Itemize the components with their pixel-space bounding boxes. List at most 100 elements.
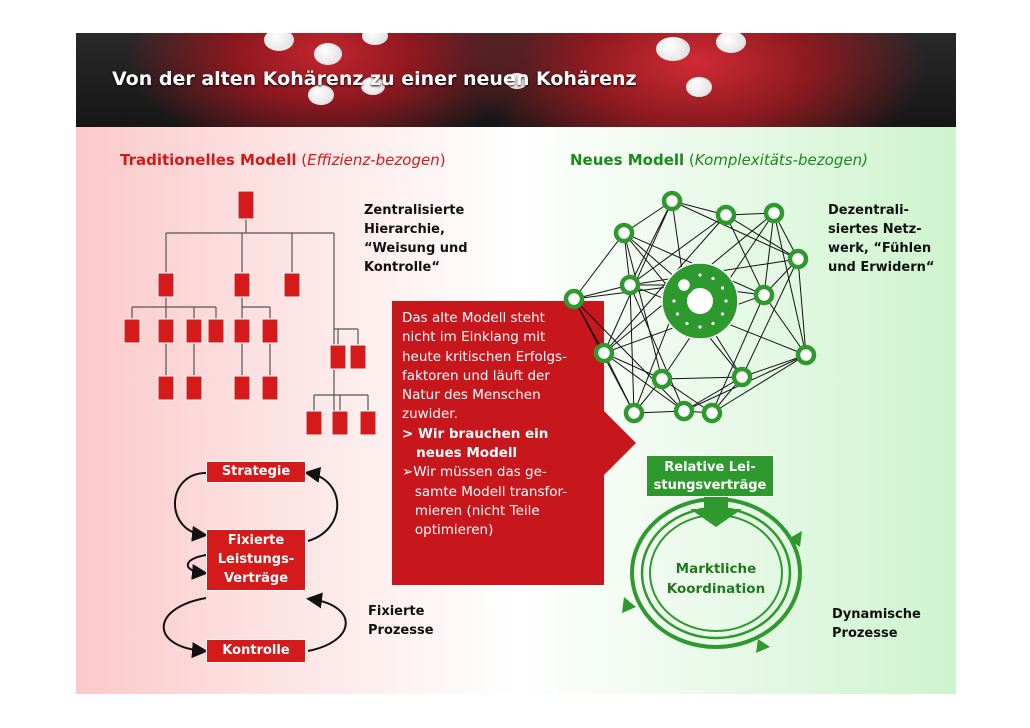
network-hub-dot <box>711 276 715 281</box>
hierarchy-node <box>359 410 377 436</box>
hierarchy-node <box>349 344 367 370</box>
network-link <box>603 214 727 354</box>
hierarchy-node <box>261 375 279 401</box>
network-node <box>753 284 775 306</box>
network-link <box>671 200 799 260</box>
network-link <box>603 352 635 414</box>
network-node <box>651 368 673 390</box>
network-link <box>711 354 807 414</box>
network-caption: Dezentrali- siertes Netz- werk, “Fühlen … <box>828 203 935 275</box>
hierarchy-node <box>233 375 251 401</box>
network-link <box>629 214 727 286</box>
arrow-head-icon <box>622 597 636 613</box>
callout-text: Das alte Modell steht nicht im Einklang … <box>402 310 568 539</box>
fixed-processes-caption: Fixierte Prozesse <box>368 604 434 638</box>
hierarchy-caption: Zentralisierte Hierarchie, “Weisung und … <box>364 203 468 275</box>
relative-contracts-box: Relative Lei- stungsverträge <box>646 455 774 497</box>
hierarchy-node <box>233 318 251 344</box>
network-link <box>797 258 807 356</box>
page-title: Von der alten Kohärenz zu einer neuen Ko… <box>112 68 637 90</box>
network-link <box>629 284 635 414</box>
network-link <box>725 214 765 296</box>
network-node <box>763 202 785 224</box>
market-coordination-label: Marktliche Koordination <box>666 561 766 597</box>
control-cycle-arrows <box>162 466 347 659</box>
network-link <box>763 294 807 356</box>
network-hub-dot <box>675 312 680 316</box>
hierarchy-node <box>123 318 141 344</box>
network-hub-dot <box>711 321 715 326</box>
traditional-model-heading: Traditionelles Modell (Effizienz-bezogen… <box>120 151 446 169</box>
dice-pip <box>656 37 690 61</box>
network-link <box>629 284 685 412</box>
network-link <box>763 212 775 296</box>
hierarchy-node <box>331 410 349 436</box>
network-link <box>603 200 673 354</box>
network-node <box>787 248 809 270</box>
hierarchy-node <box>185 318 203 344</box>
network-hub-dot <box>720 286 725 290</box>
network-node <box>563 288 585 310</box>
dice-pip <box>308 85 334 105</box>
hierarchy-node <box>207 318 225 344</box>
network-diagram <box>563 190 817 424</box>
header-banner: Von der alten Kohärenz zu einer neuen Ko… <box>76 33 956 127</box>
network-link <box>773 212 807 356</box>
hierarchy-node <box>157 272 175 298</box>
network-hub-dot <box>672 299 676 303</box>
network-link <box>725 214 799 260</box>
strategy-box: Strategie <box>206 461 306 483</box>
network-link <box>661 376 743 380</box>
network-node <box>731 366 753 388</box>
network-link <box>623 232 663 380</box>
hierarchy-chart <box>123 190 377 436</box>
network-link <box>603 352 663 380</box>
network-link <box>741 354 807 378</box>
hierarchy-node <box>237 190 255 220</box>
dice-pip <box>686 77 712 97</box>
slide: Von der alten Kohärenz zu einer neuen Ko… <box>76 33 956 694</box>
new-model-heading: Neues Modell (Komplexitäts-bezogen) <box>570 151 868 169</box>
hierarchy-node <box>329 344 347 370</box>
network-node <box>661 190 683 212</box>
dynamic-processes-caption: Dynamische Prozesse <box>832 607 921 641</box>
network-node <box>715 204 737 226</box>
network-node <box>673 400 695 422</box>
control-box: Kontrolle <box>206 639 306 663</box>
hierarchy-node <box>261 318 279 344</box>
network-node <box>623 402 645 424</box>
network-hub-dot <box>698 273 702 277</box>
dice-pip <box>506 73 528 89</box>
network-node <box>701 402 723 424</box>
network-node <box>619 274 641 296</box>
fixed-contracts-box: Fixierte Leistungs- Verträge <box>206 529 306 591</box>
arrow-head-icon <box>788 531 802 547</box>
network-hub-center <box>687 288 713 314</box>
network-link <box>629 200 673 286</box>
network-hub-dot <box>724 299 728 303</box>
hierarchy-node <box>157 318 175 344</box>
network-hub-dot <box>720 312 725 316</box>
dice-pip <box>361 77 385 95</box>
arrow-head-icon <box>756 639 770 653</box>
dice-pip <box>264 33 294 51</box>
dice-pip <box>362 33 388 45</box>
network-link <box>711 294 765 414</box>
network-node <box>593 342 615 364</box>
hierarchy-node <box>283 272 301 298</box>
hierarchy-node <box>157 375 175 401</box>
dice-pip <box>716 33 746 53</box>
network-hub-dot <box>685 321 689 326</box>
network-hub-dot <box>698 325 702 329</box>
callout-arrow-shape <box>392 301 636 585</box>
network-link <box>573 298 685 412</box>
network-link <box>603 352 685 412</box>
hierarchy-node <box>233 272 251 298</box>
network-node <box>613 222 635 244</box>
dice-pip <box>314 43 342 65</box>
coordination-cycle <box>622 497 802 653</box>
hierarchy-node <box>185 375 203 401</box>
network-node <box>795 344 817 366</box>
hierarchy-node <box>305 410 323 436</box>
network-link <box>573 232 625 300</box>
